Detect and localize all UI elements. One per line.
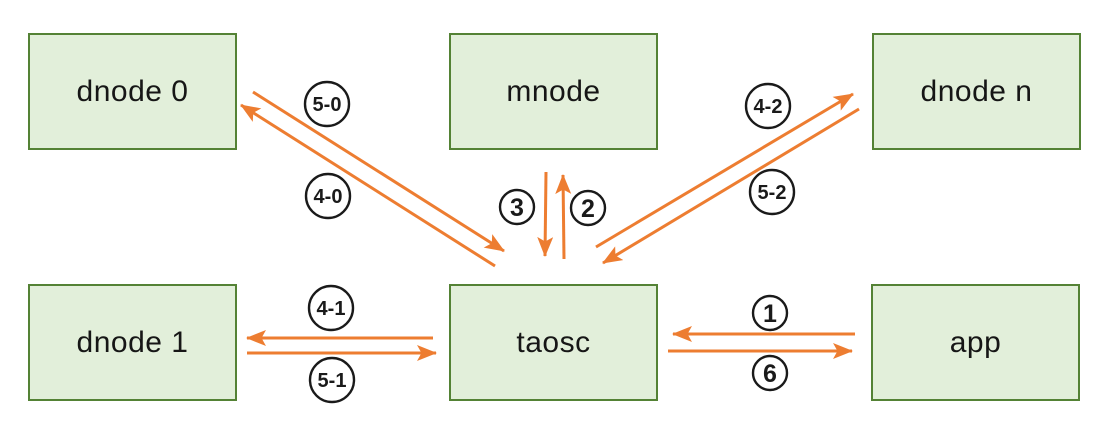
arrow-taosc-to-mnode [563,175,564,259]
node-dnode0-label: dnode 0 [77,75,189,109]
arrow-mnode-to-taosc [545,172,546,256]
edge-label-4-0: 4-0 [306,174,350,218]
node-app-label: app [950,326,1002,360]
node-mnode: mnode [449,33,658,150]
node-dnoden: dnode n [872,33,1081,150]
svg-text:4-1: 4-1 [317,298,346,320]
svg-text:4-2: 4-2 [754,96,783,118]
edge-label-5-0: 5-0 [305,82,349,126]
edge-label-5-2: 5-2 [750,170,794,214]
node-taosc: taosc [449,284,658,401]
svg-text:1: 1 [763,300,777,328]
node-dnoden-label: dnode n [921,75,1033,109]
node-app: app [871,284,1080,401]
svg-text:5-0: 5-0 [313,94,342,116]
edge-label-5-1: 5-1 [310,358,354,402]
edge-label-4-1: 4-1 [309,286,353,330]
node-dnode1: dnode 1 [28,284,237,401]
node-dnode0: dnode 0 [28,33,237,150]
svg-text:5-2: 5-2 [758,182,787,204]
svg-text:3: 3 [510,194,524,222]
node-taosc-label: taosc [516,326,590,360]
edge-label-2: 2 [571,191,605,225]
edge-label-4-2: 4-2 [746,84,790,128]
edge-label-1: 1 [753,296,787,330]
svg-text:2: 2 [581,195,595,223]
svg-text:5-1: 5-1 [318,370,347,392]
edge-label-6: 6 [753,356,787,390]
node-mnode-label: mnode [506,75,600,109]
edge-label-3: 3 [500,190,534,224]
node-dnode1-label: dnode 1 [77,326,189,360]
svg-text:6: 6 [763,360,777,388]
svg-text:4-0: 4-0 [314,186,343,208]
